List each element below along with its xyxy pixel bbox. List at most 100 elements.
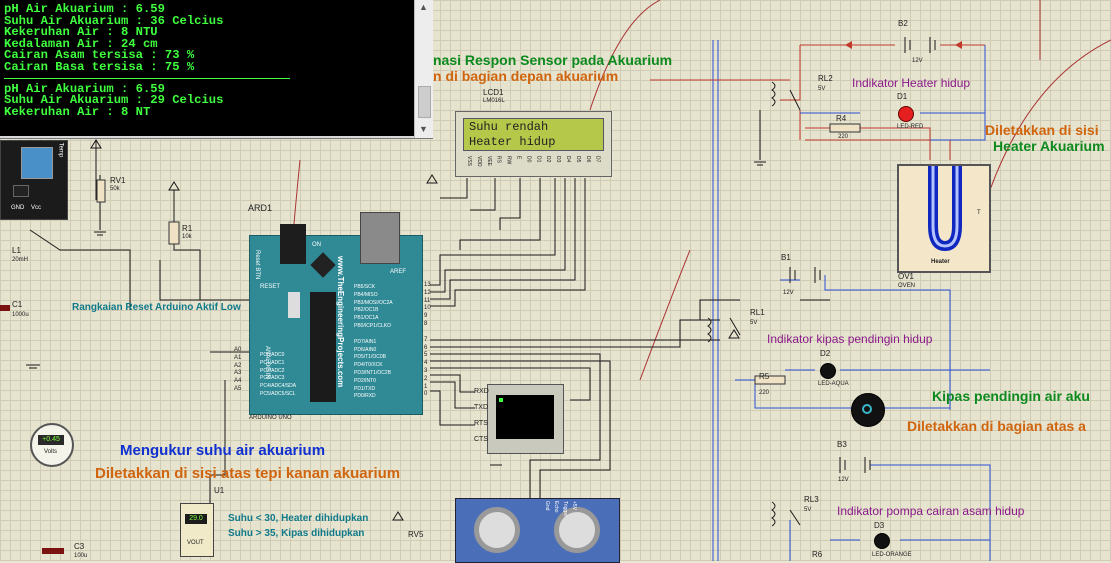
r5-value: 220 bbox=[759, 390, 770, 396]
lcd-screen: Suhu rendah Heater hidup bbox=[463, 118, 604, 151]
digital-pin-number: 1 bbox=[424, 383, 428, 390]
b1-ref: B1 bbox=[781, 253, 791, 262]
sensor-display: 29.0 bbox=[185, 514, 207, 524]
r6-ref: R6 bbox=[812, 550, 823, 559]
ov1-value: OVEN bbox=[898, 283, 916, 289]
crystal-icon bbox=[288, 292, 300, 318]
terminal-line: Suhu Air Akuarium : 29 Celcius bbox=[4, 93, 224, 108]
analog-pin-name: A0 bbox=[234, 347, 242, 353]
digital-pin-label: PD3/INT1/OC2B bbox=[354, 370, 391, 376]
digital-pin-label: PD7/AIN1 bbox=[354, 338, 377, 345]
transducer-icon bbox=[554, 507, 600, 553]
virtual-terminal-window[interactable]: pH Air Akuarium : 6.59 Suhu Air Akuarium… bbox=[0, 0, 433, 139]
analog-pin-label: PC1/ADC1 bbox=[260, 359, 285, 366]
terminal-screen[interactable]: pH Air Akuarium : 6.59 Suhu Air Akuarium… bbox=[0, 0, 414, 136]
caption-suhu-gt: Suhu > 35, Kipas dihidupkan bbox=[228, 528, 365, 539]
potentiometer-icon bbox=[13, 185, 29, 197]
b3-ref: B3 bbox=[837, 440, 847, 449]
led-red-icon[interactable] bbox=[898, 106, 914, 122]
chip-icon bbox=[310, 252, 336, 278]
scroll-up-icon[interactable]: ▲ bbox=[419, 2, 428, 12]
digital-pin-number: 8 bbox=[424, 321, 428, 327]
digital-pin-number: 5 bbox=[424, 352, 428, 359]
b3-value: 12V bbox=[838, 477, 849, 483]
heater-coil-icon bbox=[928, 166, 962, 252]
lcd-part: LM016L bbox=[483, 98, 505, 104]
usb-connector-icon bbox=[280, 224, 306, 264]
d1-ref: D1 bbox=[897, 92, 908, 101]
terminal-scrollbar[interactable]: ▲ ▼ bbox=[414, 0, 433, 138]
caption-heater-akuarium: Heater Akuarium bbox=[993, 138, 1105, 154]
r1-value: 10k bbox=[182, 234, 192, 240]
vterm-pin-label: TXD bbox=[474, 404, 488, 411]
scrollbar-thumb[interactable] bbox=[418, 86, 431, 118]
scroll-down-icon[interactable]: ▼ bbox=[419, 124, 428, 134]
vterm-pin-label: RTS bbox=[474, 420, 488, 427]
voltmeter-unit: Volts bbox=[44, 449, 58, 455]
analog-in-label: ANALOG IN bbox=[264, 346, 270, 379]
digital-pin-number: 13 bbox=[424, 282, 431, 288]
ultrasonic-pin-label: Trigger bbox=[562, 501, 568, 517]
u1-ref: U1 bbox=[214, 486, 225, 495]
b2-value: 12V bbox=[912, 58, 923, 64]
lcd-pin-label: VSS bbox=[466, 156, 472, 167]
oven-heater[interactable]: Heater T bbox=[897, 164, 991, 273]
voltmeter[interactable]: +0.45 Volts bbox=[30, 423, 74, 467]
rv5-ref: RV5 bbox=[408, 530, 424, 539]
lcd-pin-label: D0 bbox=[525, 156, 532, 163]
c1-ref: C1 bbox=[12, 300, 23, 309]
digital-pin-label: PB3/MOSI/OC2A bbox=[354, 299, 393, 306]
lcd-pin-label: D5 bbox=[574, 156, 581, 163]
terminal-line: Cairan Basa tersisa : 75 % bbox=[4, 59, 195, 74]
r5-ref: R5 bbox=[759, 372, 770, 381]
oven-label: Heater bbox=[931, 259, 950, 265]
d3-value: LED-ORANGE bbox=[872, 552, 912, 558]
rl2-ref: RL2 bbox=[818, 74, 833, 83]
aref-label: AREF bbox=[390, 269, 407, 275]
transducer-icon bbox=[474, 507, 520, 553]
temperature-sensor[interactable]: 29.0 VOUT bbox=[180, 503, 214, 557]
led-orange-icon[interactable] bbox=[874, 533, 890, 549]
caption-mengukur-suhu: Mengukur suhu air akuarium bbox=[120, 442, 326, 459]
arduino-uno[interactable]: Reset BTN ON www.TheEngineeringProjects.… bbox=[234, 212, 431, 415]
digital-pin-label: PD0/RXD bbox=[354, 393, 376, 400]
digital-pin-number: 3 bbox=[424, 368, 428, 374]
ph-sensor-module[interactable]: Temp GND Vcc bbox=[0, 140, 68, 220]
capacitor-icon bbox=[0, 305, 10, 311]
voltmeter-display: +0.45 bbox=[38, 435, 64, 445]
rl2-value: 5V bbox=[818, 86, 826, 92]
analog-pin-name: A3 bbox=[234, 370, 242, 377]
pin-vcc: Vcc bbox=[31, 205, 42, 211]
l1-ref: L1 bbox=[12, 246, 21, 255]
digital-pin-number: 4 bbox=[424, 360, 428, 367]
digital-pin-label: PD4/T0/XCK bbox=[354, 362, 383, 369]
digital-pin-label: PD1/TXD bbox=[354, 385, 376, 392]
caption-depan-akuarium: n di bagian depan akuarium bbox=[433, 68, 619, 84]
sensor-connector-icon bbox=[21, 147, 53, 179]
caption-diletakkan-tepi: Diletakkan di sisi atas tepi kanan akuar… bbox=[95, 465, 401, 482]
led-aqua-icon[interactable] bbox=[820, 363, 836, 379]
vterm-pin-label: CTS bbox=[474, 436, 488, 443]
virtual-terminal-component[interactable] bbox=[487, 384, 564, 454]
lcd-pin-label: D6 bbox=[584, 156, 591, 163]
lcd-line-1: Suhu rendah bbox=[469, 120, 549, 134]
ultrasonic-pin-label: +5V bbox=[571, 501, 577, 511]
power-jack-icon bbox=[360, 212, 400, 264]
arduino-site: www.TheEngineeringProjects.com bbox=[336, 256, 345, 388]
rl1-value: 5V bbox=[750, 320, 758, 326]
pin-gnd: GND bbox=[11, 205, 25, 211]
terminal-line: Kedalaman Air : 24 cm bbox=[4, 36, 158, 51]
sensor-pin-label: VOUT bbox=[187, 540, 204, 546]
fan-motor-icon[interactable] bbox=[851, 393, 885, 427]
caption-indikator-kipas: Indikator kipas pendingin hidup bbox=[767, 332, 933, 346]
analog-pin-label: PC0/ADC0 bbox=[260, 352, 285, 358]
c3-ref: C3 bbox=[74, 542, 85, 551]
caption-suhu-lt: Suhu < 30, Heater dihidupkan bbox=[228, 513, 369, 524]
lcd-pin-label: D2 bbox=[545, 156, 552, 163]
analog-pin-name: A2 bbox=[234, 362, 242, 369]
d1-value: LED-RED bbox=[897, 124, 924, 130]
